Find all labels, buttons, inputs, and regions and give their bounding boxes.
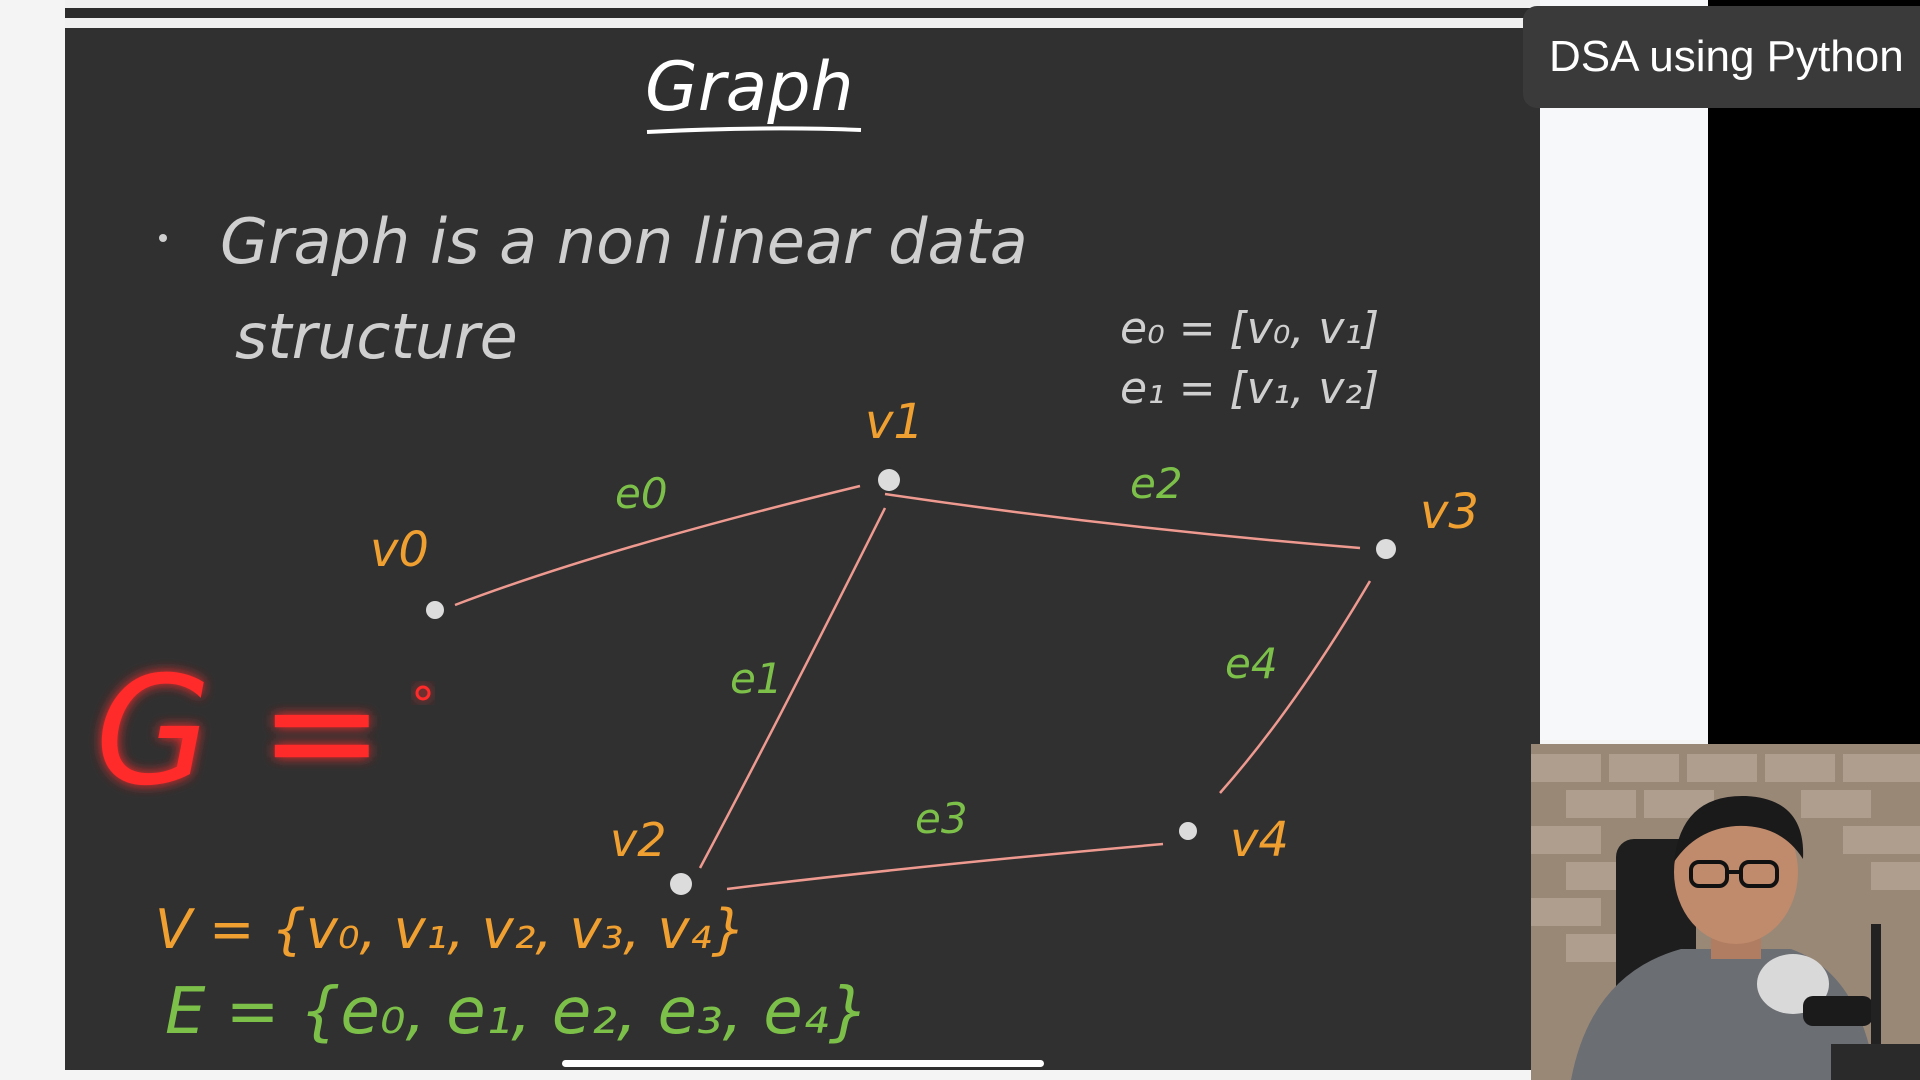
bullet-dot bbox=[159, 234, 167, 242]
edge-label-e4: e4 bbox=[1225, 639, 1278, 688]
whiteboard-drawing: Graph Graph is a non linear data structu… bbox=[95, 48, 1479, 1049]
edge-line-e3 bbox=[726, 842, 1164, 891]
edge-line-e4 bbox=[1219, 580, 1372, 794]
webcam-overlay bbox=[1531, 744, 1920, 1080]
red-pen-dot bbox=[415, 685, 431, 701]
board-top-bar bbox=[65, 8, 1540, 18]
vertex-set: V = {v₀, v₁, v₂, v₃, v₄} bbox=[155, 898, 746, 961]
presenter-video-icon bbox=[1531, 744, 1920, 1080]
edge-line-e2 bbox=[884, 492, 1361, 550]
edge-definition-e1: e₁ = [v₁, v₂] bbox=[1120, 363, 1379, 414]
edge-label-e3: e3 bbox=[915, 794, 968, 843]
edge-line-e0 bbox=[454, 484, 861, 607]
vertex-label-v4: v4 bbox=[1230, 812, 1289, 868]
vertex-dot-v2 bbox=[670, 873, 692, 895]
vertex-dot-v1 bbox=[878, 469, 900, 491]
vertex-label-v0: v0 bbox=[370, 522, 429, 578]
edge-definition-e0: e₀ = [v₀, v₁] bbox=[1120, 303, 1379, 354]
bullet-text-line1: Graph is a non linear data bbox=[220, 205, 1028, 278]
vertex-label-v2: v2 bbox=[610, 813, 667, 867]
course-title: DSA using Python bbox=[1549, 32, 1904, 81]
edge-label-e1: e1 bbox=[730, 654, 783, 703]
right-margin-panel bbox=[1540, 0, 1708, 740]
page-heading: Graph bbox=[645, 48, 854, 127]
heading-underline bbox=[646, 126, 862, 134]
vertex-label-v1: v1 bbox=[865, 394, 924, 450]
home-indicator-bar bbox=[562, 1060, 1044, 1067]
edge-label-e0: e0 bbox=[615, 469, 668, 518]
edge-set: E = {e₀, e₁, e₂, e₃, e₄} bbox=[165, 975, 869, 1049]
edge-label-e2: e2 bbox=[1130, 459, 1183, 508]
vertex-dot-v3 bbox=[1376, 539, 1396, 559]
course-title-badge: DSA using Python bbox=[1523, 6, 1920, 108]
vertex-dot-v4 bbox=[1179, 822, 1197, 840]
vertex-dot-v0 bbox=[426, 601, 444, 619]
vertex-label-v3: v3 bbox=[1420, 484, 1479, 540]
graph-symbol: G = bbox=[95, 645, 385, 819]
bullet-text-line2: structure bbox=[235, 300, 518, 373]
edge-line-e1 bbox=[698, 507, 887, 869]
whiteboard-canvas[interactable]: Graph Graph is a non linear data structu… bbox=[65, 28, 1540, 1070]
